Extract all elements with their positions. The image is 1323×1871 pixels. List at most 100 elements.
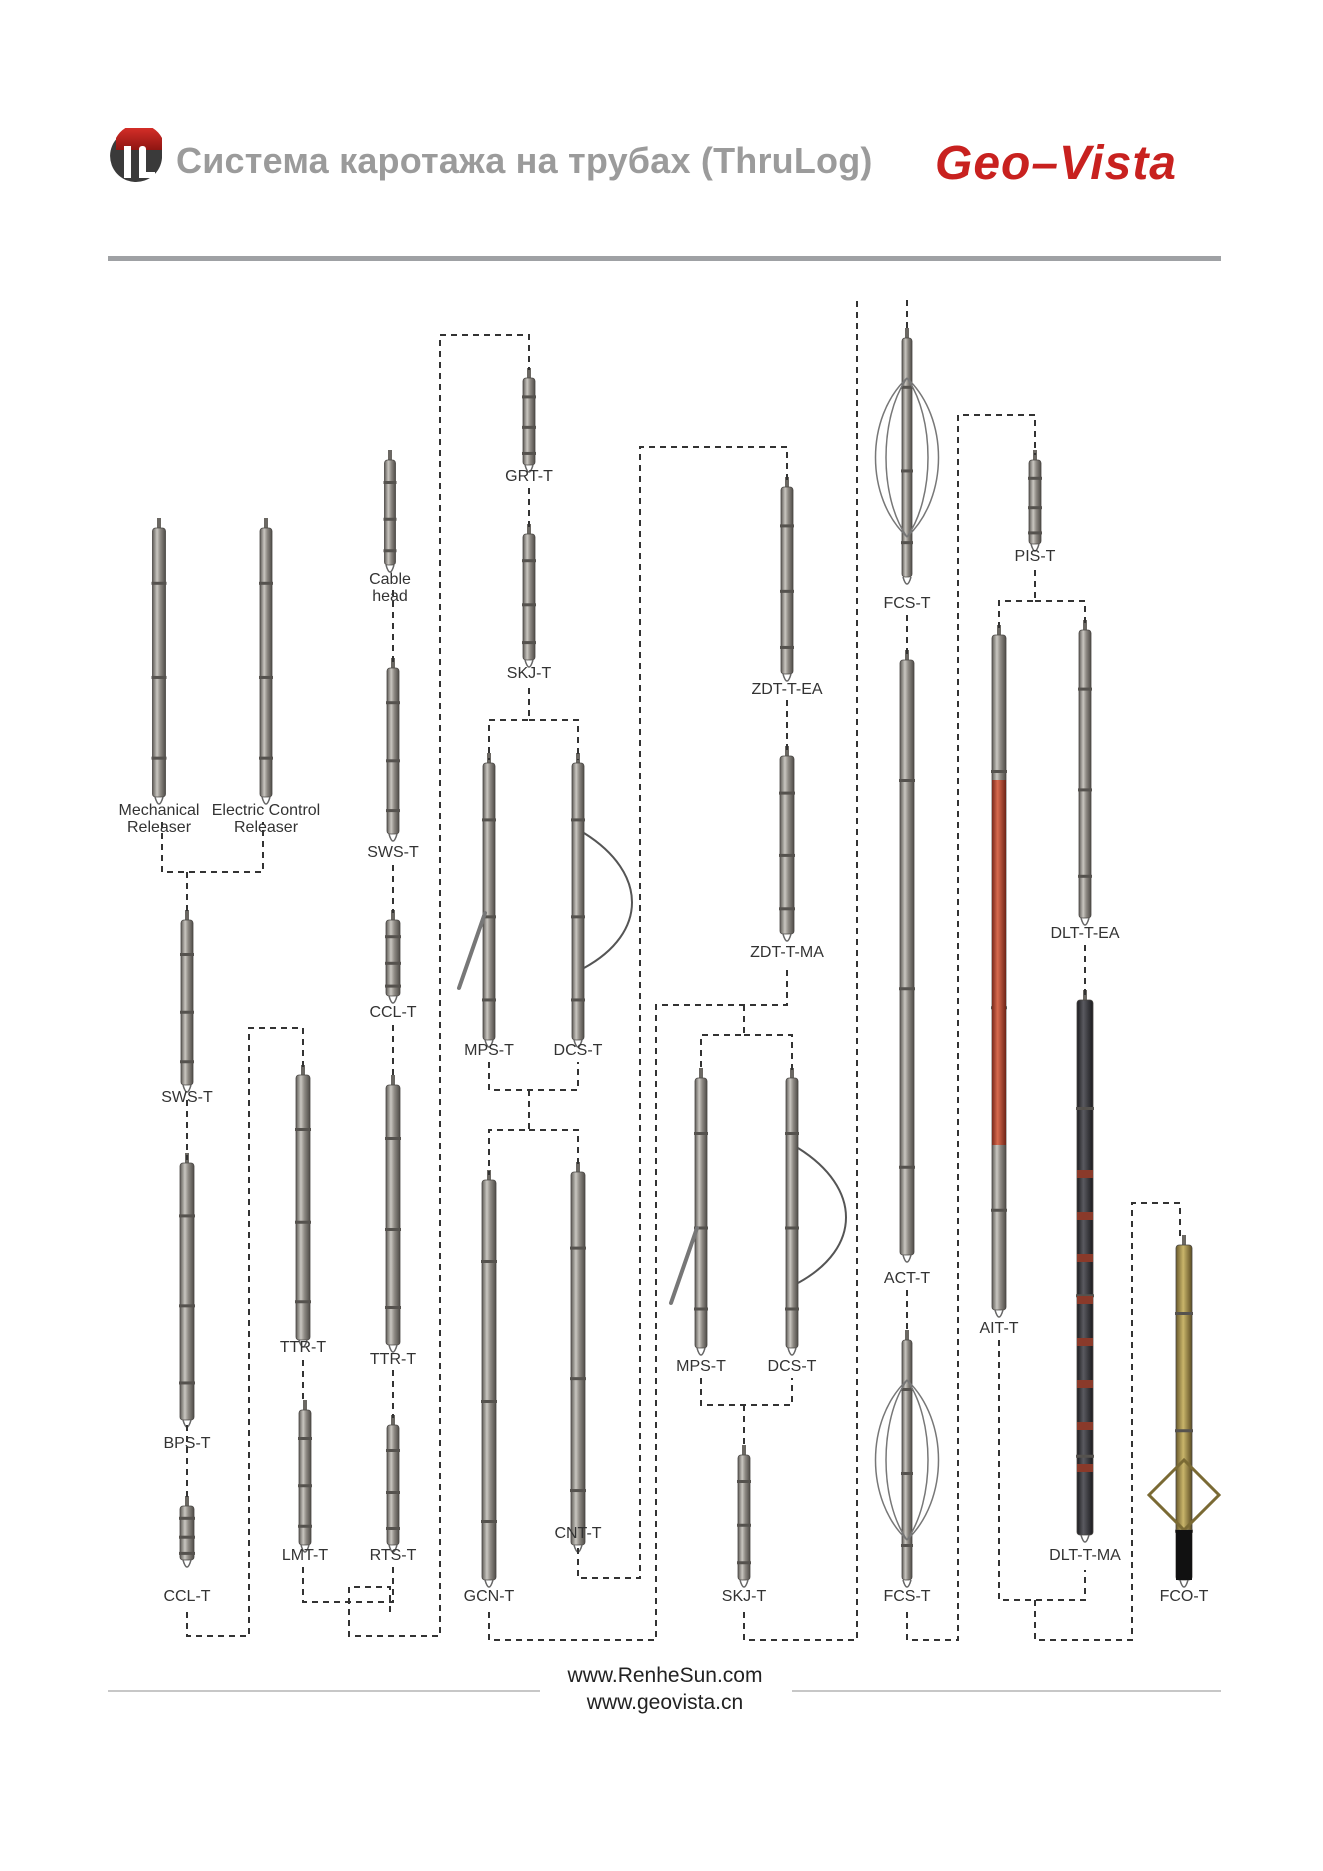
tool-pin	[742, 1445, 746, 1457]
tool-label: GRT-T	[505, 468, 553, 485]
tool-label: SKJ-T	[722, 1588, 767, 1605]
tool-zdt-t-ea: ZDT-T-EA	[751, 477, 823, 698]
tool-joint	[385, 984, 401, 988]
tool-label: DLT-T-EA	[1050, 925, 1119, 942]
tool-joint	[386, 1491, 400, 1494]
tool-joint	[151, 756, 167, 760]
dlt-band	[1077, 1296, 1093, 1304]
tool-bottom-loop	[902, 1254, 912, 1263]
tool-joint	[901, 1388, 913, 1391]
footer-url-renhesun[interactable]: www.RenheSun.com	[567, 1664, 763, 1687]
tool-pin	[527, 524, 531, 536]
tool-body	[152, 527, 166, 798]
tool-joint	[298, 1484, 312, 1488]
tool-pin	[905, 328, 909, 340]
tool-joint	[482, 998, 496, 1002]
tool-body	[481, 1179, 497, 1581]
tool-bottom-loop	[994, 1309, 1004, 1318]
dlt-band	[1077, 1422, 1093, 1430]
tool-bottom-loop	[782, 673, 792, 682]
tool-joint	[1175, 1429, 1193, 1433]
tool-joint	[991, 770, 1007, 773]
dashed-connector	[302, 1567, 394, 1603]
tool-label: Releaser	[234, 819, 299, 836]
tool-mps-t-1: MPS-T	[457, 753, 514, 1059]
tool-joint	[298, 1437, 312, 1440]
tool-joint	[571, 998, 585, 1002]
tool-pin	[301, 1065, 305, 1077]
tool-joint	[151, 675, 167, 679]
tool-pin	[790, 1068, 794, 1080]
tool-joint	[694, 1307, 708, 1311]
tool-label: CCL-T	[163, 1588, 210, 1605]
footer-url-geovista[interactable]: www.geovista.cn	[586, 1691, 744, 1714]
caliper-arm	[669, 1226, 699, 1305]
centralizer-blade	[874, 1379, 908, 1541]
tool-skj-t-1: SKJ-T	[507, 524, 552, 682]
centralizer-blade	[885, 1379, 908, 1541]
tool-joint	[899, 779, 915, 782]
tool-bottom-loop	[1080, 1534, 1090, 1543]
tool-joint	[385, 935, 401, 939]
dlt-band	[1077, 1170, 1093, 1178]
tool-joint	[522, 451, 536, 455]
tool-joint	[385, 1137, 401, 1140]
tool-ait-t: AIT-T	[979, 625, 1019, 1337]
tool-label: MPS-T	[676, 1358, 726, 1375]
tool-joint	[522, 641, 536, 645]
tool-joint	[522, 603, 536, 607]
tool-pin	[264, 518, 268, 530]
connector-lines	[161, 300, 1181, 1641]
tool-label: CCL-T	[369, 1004, 416, 1021]
tool-joint	[385, 1306, 401, 1309]
dlt-band	[1077, 1254, 1093, 1262]
tool-body	[737, 1454, 751, 1581]
tool-joint	[295, 1300, 311, 1304]
tool-body	[386, 1424, 400, 1546]
dashed-connector	[906, 414, 1036, 1641]
tool-body	[180, 919, 194, 1086]
tool-joint	[179, 1304, 195, 1308]
tool-bps-t: BPS-T	[163, 1153, 211, 1452]
tool-body	[780, 486, 794, 675]
tool-joint	[386, 1449, 400, 1452]
tool-pin	[185, 1496, 189, 1508]
tool-joint	[259, 675, 273, 679]
tool-pin	[487, 1170, 491, 1182]
tool-pin	[905, 650, 909, 662]
tool-pin	[905, 1330, 909, 1342]
tool-bottom-loop	[782, 933, 792, 942]
tool-body	[901, 1339, 913, 1581]
tool-label: DLT-T-MA	[1049, 1547, 1121, 1564]
tool-joint	[298, 1524, 312, 1528]
tool-bottom-loop	[524, 464, 534, 473]
tool-body	[785, 1077, 799, 1349]
tool-joint	[295, 1128, 311, 1131]
dashed-connector	[488, 1090, 530, 1175]
tool-label: BPS-T	[163, 1435, 210, 1452]
tool-joint	[386, 809, 400, 813]
centralizer-blade	[885, 377, 908, 538]
tool-body	[384, 459, 396, 566]
brand-logo: Geo–Vista	[935, 137, 1177, 190]
tool-label: GCN-T	[464, 1588, 515, 1605]
tool-joint	[179, 1516, 195, 1520]
tool-pin	[388, 450, 392, 462]
tool-ttr-t-2: TTR-T	[370, 1075, 416, 1368]
dlt-band	[1077, 1380, 1093, 1388]
tool-body	[899, 659, 915, 1256]
tool-label: FCS-T	[883, 595, 930, 612]
tool-body	[522, 533, 536, 661]
tool-pin	[391, 910, 395, 922]
tool-joint	[385, 1228, 401, 1231]
tool-bottom-loop	[787, 1347, 797, 1356]
tool-joint	[780, 524, 794, 528]
footer-line-left	[108, 1690, 540, 1692]
tool-label: SKJ-T	[507, 665, 552, 682]
tool-pin	[391, 1415, 395, 1427]
page-title: Система каротажа на трубах (ThruLog)	[176, 140, 873, 181]
tool-ttr-t-1: TTR-T	[280, 1065, 326, 1356]
